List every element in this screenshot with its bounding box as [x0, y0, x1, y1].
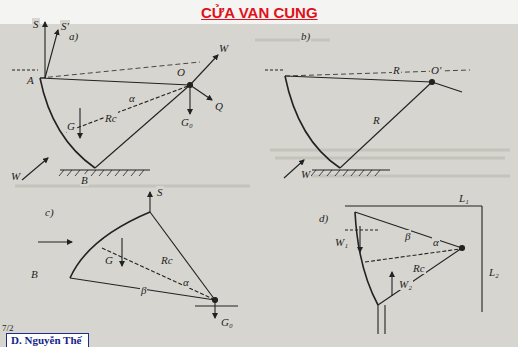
gate-figure-c-part — [38, 241, 72, 242]
gate-figure-a-part — [44, 22, 45, 78]
figure-label: B — [30, 268, 39, 280]
gate-figure-b-part — [265, 69, 283, 70]
gate-figure-c-part — [150, 212, 215, 300]
faint-scan-text-part — [270, 149, 510, 152]
gate-figure-a-part — [40, 78, 190, 85]
figure-label: W₂ — [398, 278, 413, 290]
faint-scan-text-part — [275, 157, 505, 160]
gate-figure-a-part — [79, 108, 80, 138]
gate-figure-d-part — [460, 246, 465, 251]
gate-figure-a-part — [190, 55, 218, 85]
gate-figure-a-part — [59, 170, 144, 176]
gate-figure-d-part — [355, 212, 462, 248]
author-text: D. Nguyễn Thế — [7, 334, 88, 347]
figure-label: S — [32, 18, 40, 30]
figure-label: α — [182, 276, 190, 288]
gate-figure-b-part — [285, 76, 340, 168]
gate-figure-d-part — [378, 248, 462, 305]
figure-label: α — [432, 236, 440, 248]
figure-label: Rc — [160, 254, 174, 266]
figure-label: R — [372, 114, 381, 126]
gate-figure-c-part — [70, 212, 150, 278]
figure-label: W — [10, 170, 21, 182]
gate-figure-c-part — [213, 298, 218, 303]
gate-figure-b — [265, 70, 470, 178]
figure-label: α — [128, 92, 136, 104]
figure-label: b) — [300, 30, 311, 42]
figure-label: Q — [214, 100, 224, 112]
gate-figure-c-part — [70, 278, 215, 300]
gate-figure-d-part — [384, 305, 385, 334]
gate-figure-a-part — [45, 30, 58, 78]
author-box: D. Nguyễn Thế — [6, 333, 89, 347]
figure-label: A — [26, 74, 35, 86]
gate-figure-d-part — [359, 226, 360, 252]
gate-figure-b-part — [430, 80, 435, 85]
figure-label: β — [404, 230, 411, 242]
gate-figure-a-part — [22, 158, 48, 180]
slide-header — [0, 0, 518, 24]
faint-scan-text-part — [15, 185, 250, 188]
gate-figure-d-part — [345, 229, 380, 230]
gate-figure-c-part — [149, 192, 150, 212]
gate-figure-d-part — [345, 205, 482, 206]
gate-figure-a-part — [189, 85, 190, 114]
figure-label: W₁ — [334, 236, 349, 248]
figure-label: B — [80, 174, 89, 186]
figure-label: G₀ — [220, 316, 234, 328]
figure-label: W — [218, 42, 229, 54]
faint-scan-text — [15, 40, 510, 186]
gate-figure-b-part — [432, 82, 462, 92]
gate-figure-a-part — [188, 83, 193, 88]
slide-title: CỬA VAN CUNG — [201, 4, 318, 21]
gate-figure-a-part — [95, 85, 190, 168]
figure-label: Rc — [412, 262, 426, 274]
faint-scan-text-part — [255, 39, 330, 42]
figure-label: L₁ — [458, 192, 470, 204]
figure-label: G — [104, 254, 114, 266]
figure-label: Rc — [104, 112, 118, 124]
gate-figure-b-part — [340, 82, 432, 168]
figure-label: G — [66, 120, 76, 132]
gate-figure-d-part — [481, 206, 482, 312]
gate-figure-d-part — [365, 249, 460, 262]
gate-figure-d — [345, 206, 482, 334]
gate-figure-d-part — [391, 272, 392, 296]
gate-figure-a-part — [66, 86, 188, 132]
gate-figure-b-part — [311, 170, 380, 176]
figure-label: W — [300, 168, 311, 180]
figure-label: d) — [318, 212, 329, 224]
gate-figure-b-part — [285, 76, 432, 82]
figure-label: O' — [430, 64, 442, 76]
gate-figure-a-part — [12, 69, 38, 70]
gate-figure-c-part — [102, 248, 213, 299]
gate-figure-a-part — [40, 62, 200, 78]
gate-figure-a-part — [60, 169, 150, 170]
figure-label: c) — [44, 206, 55, 218]
faint-scan-text-part — [300, 175, 510, 178]
gate-figure-c-part — [121, 238, 122, 266]
figure-label: L₂ — [488, 266, 500, 278]
figure-label: G₀ — [180, 116, 194, 128]
gate-figure-a — [12, 22, 218, 180]
figure-label: O — [176, 66, 186, 78]
figure-label: β — [140, 284, 147, 296]
gate-figure-c-part — [195, 305, 238, 306]
figure-label: S — [156, 186, 164, 198]
figure-label: S' — [60, 20, 70, 32]
gate-figure-c — [38, 192, 238, 318]
gate-figure-a-part — [40, 78, 95, 168]
gate-figure-d-part — [355, 212, 378, 305]
figure-label: R — [392, 64, 401, 76]
gate-figure-a-part — [190, 85, 212, 100]
gate-figure-d-part — [377, 305, 378, 334]
